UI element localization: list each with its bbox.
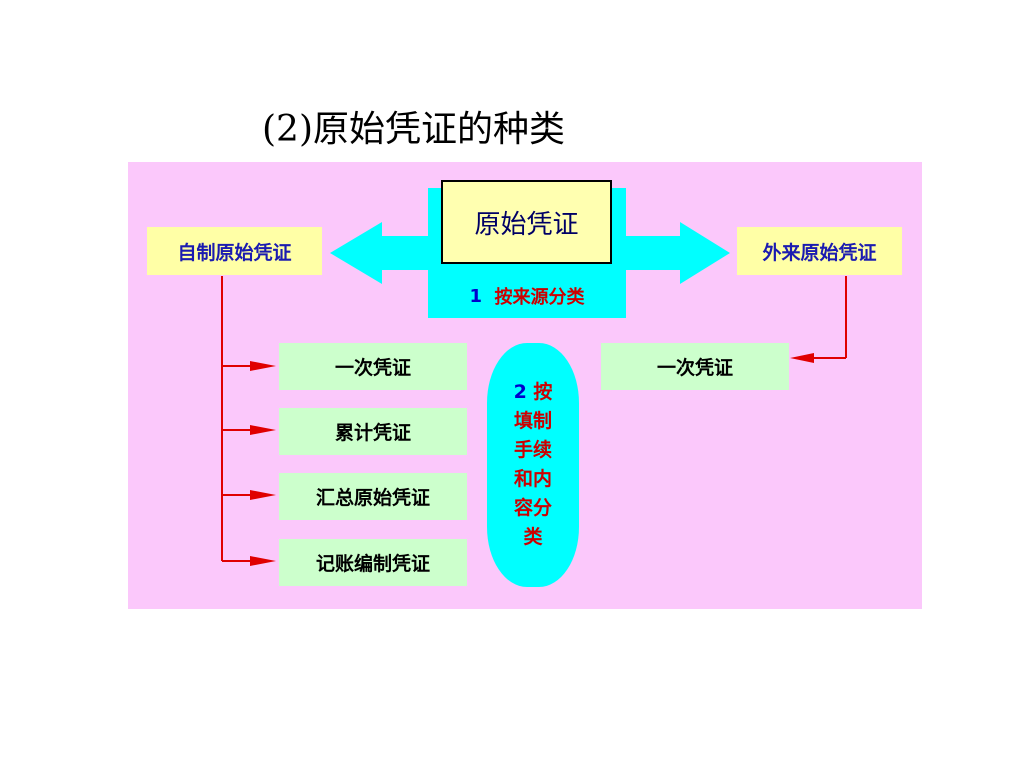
right-branch-node: 外来原始凭证 [737,227,902,275]
category-2-line: 类 [523,526,543,548]
left-connector-3 [222,490,276,500]
left-child-node: 汇总原始凭证 [279,473,467,520]
root-node: 原始凭证 [441,180,612,264]
left-child-label: 一次凭证 [334,357,411,379]
category-1-text: 按来源分类 [494,287,585,308]
left-child-node: 记账编制凭证 [279,539,467,586]
category-2-line: 容分 [513,497,552,519]
category-2-text: 按 [533,381,553,403]
category-2-line: 2 按 [514,378,553,407]
category-2-pill: 2 按 填制 手续 和内 容分 类 [487,343,579,587]
category-2-number: 2 [513,381,527,403]
left-child-node: 累计凭证 [279,408,467,455]
root-label: 原始凭证 [474,209,579,240]
left-connector-2 [222,425,276,435]
left-branch-node: 自制原始凭证 [147,227,322,275]
right-connector-1 [790,276,847,363]
page-title: (2)原始凭证的种类 [262,109,565,150]
left-child-label: 汇总原始凭证 [315,487,430,509]
left-branch-label: 自制原始凭证 [177,241,292,264]
left-child-label: 累计凭证 [334,422,411,444]
right-child-node: 一次凭证 [601,343,789,390]
category-2-line: 和内 [513,468,552,490]
left-connector-1 [222,361,276,371]
category-1-number: 1 [469,285,482,307]
left-child-node: 一次凭证 [279,343,467,390]
category-2-line: 填制 [513,410,552,432]
left-connector-4 [222,556,276,566]
right-branch-label: 外来原始凭证 [762,241,877,264]
category-2-line: 手续 [513,439,552,461]
left-child-label: 记账编制凭证 [315,553,430,575]
category-1-label: 1 按来源分类 [428,280,626,312]
right-child-label: 一次凭证 [656,357,733,379]
